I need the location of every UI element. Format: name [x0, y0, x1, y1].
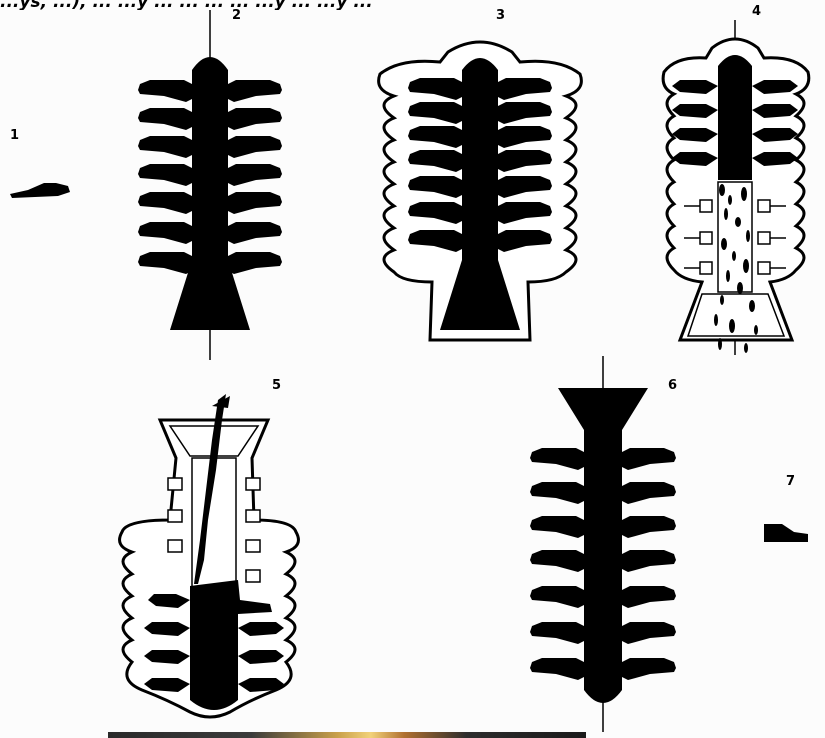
stage-label-4: 4 — [752, 4, 761, 19]
stage-label-1: 1 — [10, 128, 19, 143]
stage-2-wax-tree — [138, 10, 282, 360]
stage-label-3: 3 — [496, 8, 505, 23]
stage-7-cast-piece — [764, 524, 808, 542]
stage-4-dewaxing-mould — [663, 20, 809, 355]
stage-label-5: 5 — [272, 378, 281, 393]
stage-5-pouring-metal — [120, 394, 299, 717]
stage-label-6: 6 — [668, 378, 677, 393]
stage-3-invested-tree — [379, 42, 582, 340]
stage-1-wax-model — [10, 183, 70, 198]
stage-6-cast-tree — [530, 356, 676, 732]
stage-label-2: 2 — [232, 8, 241, 23]
stage-label-7: 7 — [786, 474, 795, 489]
photo-strip — [108, 732, 586, 738]
